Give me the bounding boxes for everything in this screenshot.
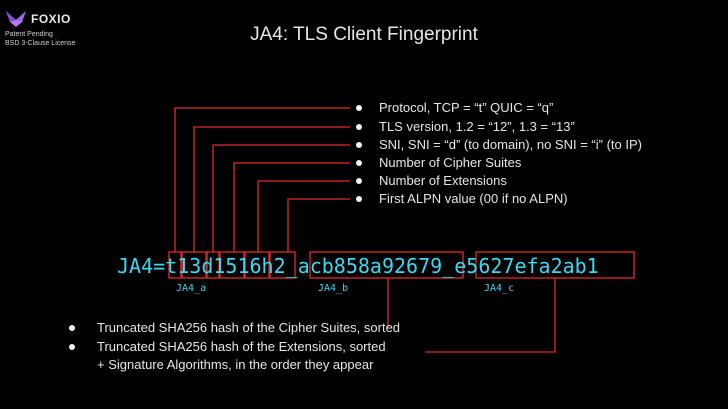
bullet-dot [356,160,362,166]
field-sni: SNI, SNI = “d” (to domain), no SNI = “i”… [379,137,642,152]
logo-patent-text: Patent Pending [5,31,53,38]
fp-cipher-count: 15 [213,254,238,278]
leader-sni [212,144,350,252]
fox-logo-icon [6,11,26,27]
box-alpn [269,251,296,279]
fp-protocol: t [165,254,178,278]
box-extension-count [244,251,270,279]
field-cipher-count: Number of Cipher Suites [379,155,522,170]
fp-extension-count: 16 [237,254,262,278]
label-ja4-a: JA4_a [176,283,207,294]
leader-alpn [287,198,350,252]
field-extension-count: Number of Extensions [379,173,507,188]
logo: FOXIO [5,10,71,28]
fingerprint: JA4=t13d1516h2_acb858a92679_e5627efa2ab1 [117,252,599,280]
bullet-dot [356,178,362,184]
bullet-dot [69,344,75,350]
note-ja4-c: Truncated SHA256 hash of the Extensions,… [97,339,386,354]
logo-name: FOXIO [31,12,71,26]
note-ja4-b: Truncated SHA256 hash of the Cipher Suit… [97,320,401,335]
field-alpn: First ALPN value (00 if no ALPN) [379,191,568,206]
field-protocol: Protocol, TCP = “t” QUIC = “q” [379,100,554,115]
fp-ja4-c: e5627efa2ab1 [454,254,599,278]
bullet-dot [356,124,362,130]
leader-cipher-count [233,162,350,252]
fp-ja4-b: acb858a92679 [297,254,443,278]
fp-tls-version: 13 [177,254,202,278]
leader-ja4-c [425,278,556,353]
bullet-dot [356,142,362,148]
box-ja4-b [309,251,464,279]
box-cipher-count [219,251,245,279]
fp-alpn: h2 [261,254,286,278]
leader-extension-count [257,180,350,252]
page-title: JA4: TLS Client Fingerprint [250,24,478,45]
fp-separator: _ [442,254,455,278]
field-tls-version: TLS version, 1.2 = “12”, 1.3 = “13” [379,119,575,134]
logo-license-text: BSD 3-Clause License [5,40,76,47]
leader-protocol [174,107,350,252]
bullet-dot [356,105,362,111]
bullet-dot [356,196,362,202]
note-ja4-c-continued: + Signature Algorithms, in the order the… [97,357,374,372]
bullet-dot [69,325,75,331]
fp-sni: d [201,254,214,278]
label-ja4-b: JA4_b [318,283,349,294]
leader-tls-version [193,126,350,252]
fp-separator: _ [285,254,298,278]
fingerprint-prefix: JA4= [117,254,166,278]
label-ja4-c: JA4_c [484,283,515,294]
